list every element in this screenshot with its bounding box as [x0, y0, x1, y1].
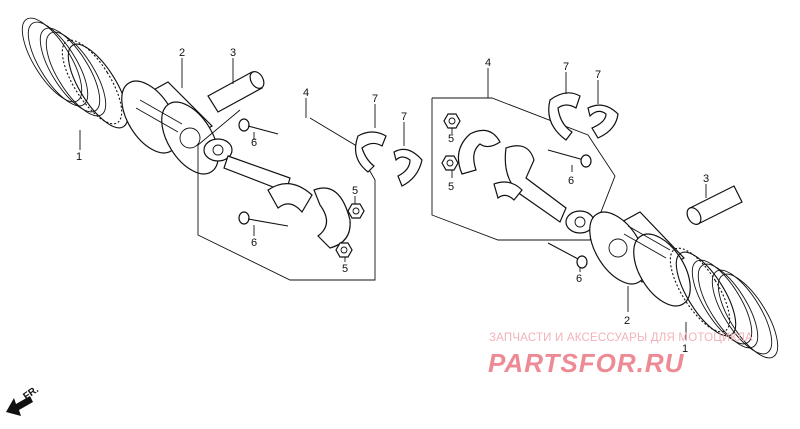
bearing-left-1	[355, 131, 387, 173]
piston-ring-set-right	[669, 247, 779, 359]
watermark: ЗАПЧАСТИ И АКСЕССУАРЫ ДЛЯ МОТОЦИКЛА PART…	[488, 332, 753, 378]
connecting-rod-frame-left	[197, 109, 376, 281]
callout-piston-ring-set-left: 1	[76, 151, 82, 163]
nut-right-upper	[443, 113, 461, 129]
callout-bolt-right-lower: 6	[576, 273, 582, 285]
piston-ring-set-left	[21, 17, 129, 129]
callout-nut-left-upper: 5	[352, 185, 358, 197]
callout-connecting-rod-left: 4	[303, 87, 309, 99]
callout-nut-right-upper: 5	[448, 133, 454, 145]
callout-piston-pin-left: 3	[230, 47, 236, 59]
connecting-rod-right	[457, 129, 595, 234]
callout-labels: 1 2 3 4 6 6 5 5 7 7 4 5 5 7 7 6 6 3 2 1	[76, 47, 709, 355]
nut-right-lower	[441, 155, 459, 171]
piston-pin-left	[207, 71, 265, 113]
callout-bearing-left-2: 7	[401, 111, 407, 123]
connecting-rod-frame-right	[431, 97, 616, 241]
bolt-right-lower	[547, 242, 588, 269]
callout-bolt-left-lower: 6	[251, 237, 257, 249]
callout-bearing-right-2: 7	[595, 69, 601, 81]
callout-piston-pin-right: 3	[703, 173, 709, 185]
callout-bolt-right-upper: 6	[568, 175, 574, 187]
watermark-tagline: ЗАПЧАСТИ И АКСЕССУАРЫ ДЛЯ МОТОЦИКЛА	[489, 332, 753, 344]
callout-bearing-left-1: 7	[372, 93, 378, 105]
front-arrow-icon	[6, 396, 33, 416]
piston-left	[121, 80, 219, 175]
bearing-right-1	[548, 92, 581, 141]
bolt-right-upper	[547, 149, 592, 168]
nut-left-upper	[347, 203, 365, 219]
piston-pin-right	[686, 185, 743, 225]
callout-bearing-right-1: 7	[563, 61, 569, 73]
bolt-left-upper	[238, 118, 279, 135]
callout-piston-ring-set-right: 1	[682, 343, 688, 355]
callout-nut-right-lower: 5	[448, 181, 454, 193]
piston-right	[589, 211, 691, 307]
callout-connecting-rod-right: 4	[485, 57, 491, 69]
bearing-left-2	[393, 148, 423, 187]
callout-piston-right: 2	[624, 315, 630, 327]
callout-nut-left-lower: 5	[342, 263, 348, 275]
leader-lines	[79, 58, 707, 340]
watermark-brand: PARTSFOR.RU	[488, 348, 685, 378]
callout-bolt-left-upper: 6	[251, 137, 257, 149]
callout-piston-left: 2	[179, 47, 185, 59]
bolt-left-lower	[238, 211, 289, 227]
front-direction-marker: FR.	[6, 384, 41, 416]
connecting-rod-left	[203, 138, 351, 249]
bearing-right-2	[587, 104, 619, 139]
nut-left-lower	[335, 242, 353, 258]
